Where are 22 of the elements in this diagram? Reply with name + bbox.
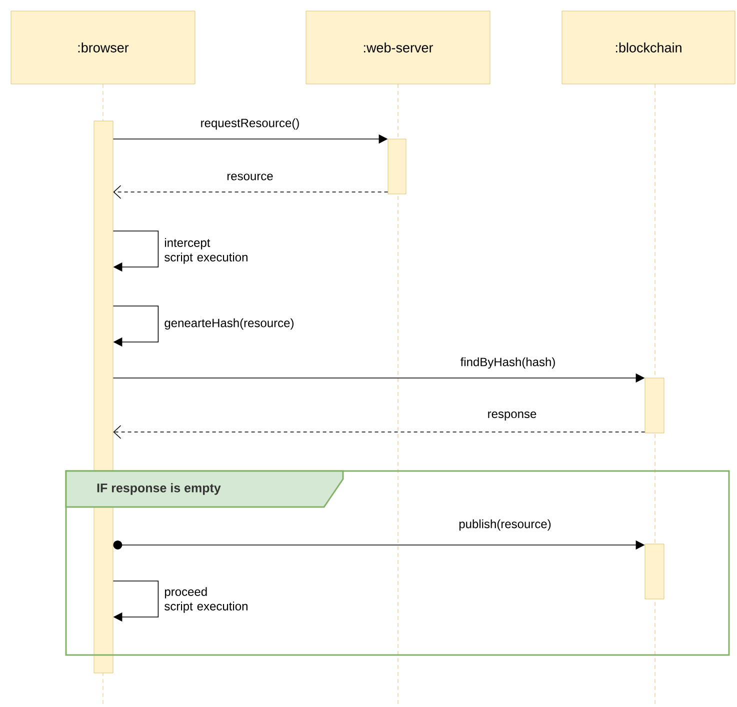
message-arrow [113, 185, 388, 199]
edge-label: proceed script execution [164, 587, 248, 613]
participant-box: :browser [10, 10, 196, 84]
edge-label: resource [226, 172, 274, 182]
participant-box: :blockchain [562, 10, 736, 84]
edge-label: genearteHash(resource) [164, 318, 294, 330]
frame [65, 470, 730, 656]
frame-title: IF response is empty [65, 470, 344, 508]
participant-box: :web-server [306, 10, 490, 84]
message-arrow [112, 580, 159, 622]
edge-label: intercept script execution [164, 238, 248, 264]
activation-bar [644, 378, 664, 434]
activation-bar [644, 544, 664, 600]
edge-label: response [486, 410, 538, 422]
message-arrow [112, 230, 159, 272]
edge-label: publish(resource) [458, 518, 552, 532]
message-arrow [112, 306, 159, 347]
edge-label: findByHash(hash) [459, 356, 557, 370]
activation-bar [388, 138, 406, 194]
edge-label: requestResource() [199, 117, 301, 131]
message-arrow [113, 425, 646, 439]
activation-bar [94, 120, 114, 674]
